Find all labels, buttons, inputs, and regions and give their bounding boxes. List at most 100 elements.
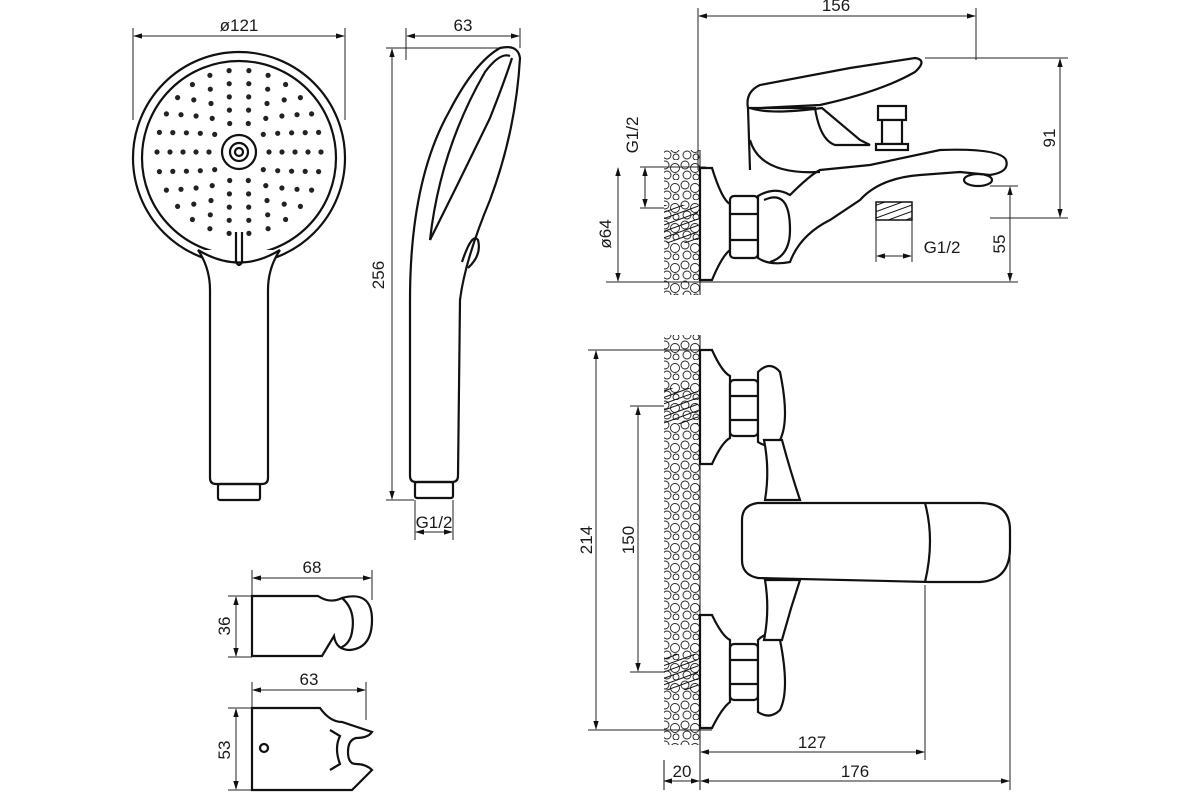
nozzle-dot xyxy=(279,185,285,191)
nozzle-dot xyxy=(212,131,218,137)
shower-thread-label: G1/2 xyxy=(416,513,453,532)
nozzle-dot xyxy=(246,68,252,74)
nozzle-dot xyxy=(316,129,322,135)
nozzle-dot xyxy=(207,212,213,218)
nozzle-dot xyxy=(283,216,289,223)
nozzle-dot xyxy=(226,94,232,100)
nozzle-dot xyxy=(297,203,303,209)
mixer-side-view: 156 91 55 G1/2 G1/2 ø64 xyxy=(596,0,1068,295)
nozzle-dot xyxy=(275,168,281,174)
nozzle-dot xyxy=(163,111,169,117)
nozzle-dot xyxy=(226,107,232,113)
nozzle-dot xyxy=(246,81,252,87)
nozzle-dot xyxy=(246,217,252,223)
head-depth-label: 63 xyxy=(454,16,473,35)
mixer-front-view: 214 150 127 176 20 xyxy=(577,335,1012,790)
nozzle-dot xyxy=(265,86,271,92)
inlet-spacing-label: 150 xyxy=(619,526,638,554)
nozzle-dot xyxy=(275,130,281,136)
nozzle-dot xyxy=(206,149,212,155)
nozzle-dot xyxy=(302,168,308,174)
nozzle-dot xyxy=(289,168,295,174)
nozzle-dot xyxy=(226,81,232,87)
nozzle-dot xyxy=(246,94,252,100)
nozzle-dot xyxy=(316,169,322,175)
nozzle-dot xyxy=(178,186,184,192)
nozzle-dot xyxy=(264,197,270,204)
mixer-width-label: 156 xyxy=(822,0,850,15)
nozzle-dot xyxy=(209,183,215,189)
nozzle-dot xyxy=(197,130,203,136)
nozzle-dot xyxy=(156,129,162,135)
nozzle-dot xyxy=(260,131,266,137)
nozzle-dot xyxy=(263,183,269,189)
nozzle-dot xyxy=(175,203,181,209)
nozzle-dot xyxy=(294,186,300,192)
nozzle-dot xyxy=(289,130,295,136)
nozzle-dot xyxy=(156,169,162,175)
nozzle-dot xyxy=(193,113,199,119)
nozzle-dot xyxy=(265,226,271,232)
bracket-width-label: 63 xyxy=(300,670,319,689)
nozzle-dot xyxy=(167,149,173,155)
flange-diameter-label: ø64 xyxy=(596,219,615,248)
nozzle-dot xyxy=(302,130,308,136)
nozzle-dot xyxy=(180,149,186,155)
nozzle-dot xyxy=(309,187,315,193)
nozzle-dot xyxy=(226,217,232,223)
nozzle-dot xyxy=(208,100,214,107)
nozzle-dot xyxy=(183,130,189,136)
nozzle-dot xyxy=(246,230,252,236)
wall-offset-label: 20 xyxy=(673,762,692,781)
nozzle-dot xyxy=(209,115,215,121)
nozzle-dot xyxy=(245,120,251,127)
nozzle-dot xyxy=(226,230,232,236)
mixer-height-label: 91 xyxy=(1040,129,1059,148)
total-height-label: 214 xyxy=(577,526,596,554)
nozzle-dot xyxy=(191,97,197,103)
nozzle-dot xyxy=(208,197,214,204)
nozzle-dot xyxy=(178,112,184,118)
outlet-thread-label: G1/2 xyxy=(924,238,961,257)
total-reach-label: 176 xyxy=(841,762,869,781)
nozzle-dot xyxy=(154,149,160,155)
nozzle-dot xyxy=(246,107,252,113)
nozzle-dot xyxy=(226,204,232,210)
hand-shower-side-view: 63 256 G1/2 xyxy=(369,16,522,540)
nozzle-dot xyxy=(197,168,203,174)
nozzle-dot xyxy=(226,68,232,74)
nozzle-dot xyxy=(305,149,311,155)
nozzle-dot xyxy=(189,81,195,88)
nozzle-dot xyxy=(281,97,287,103)
nozzle-dot xyxy=(279,149,285,155)
head-diameter-label: ø121 xyxy=(220,16,259,35)
nozzle-dot xyxy=(318,149,324,155)
inlet-thread-label: G1/2 xyxy=(623,117,642,154)
nozzle-dot xyxy=(207,86,213,92)
nozzle-dot xyxy=(193,149,199,155)
nozzle-dot xyxy=(175,95,181,101)
nozzle-dot xyxy=(309,111,315,117)
nozzle-dot xyxy=(207,226,213,232)
nozzle-dot xyxy=(245,177,251,184)
nozzle-dot xyxy=(281,201,287,207)
nozzle-dot xyxy=(189,216,195,223)
nozzle-dot xyxy=(191,201,197,207)
nozzle-dot xyxy=(212,167,218,173)
bracket-height-label: 53 xyxy=(215,741,234,760)
bracket-view: 63 53 xyxy=(215,670,374,792)
nozzle-dot xyxy=(226,191,232,197)
nozzle-dot xyxy=(266,149,272,155)
nozzle-dot xyxy=(265,72,271,78)
nozzle-dot xyxy=(193,185,199,191)
nozzle-dot xyxy=(227,177,233,184)
nozzle-pattern xyxy=(154,68,324,236)
nozzle-dot xyxy=(163,187,169,193)
nozzle-dot xyxy=(227,120,233,127)
hand-shower-front-view: ø121 xyxy=(131,16,347,502)
nozzle-dot xyxy=(265,212,271,218)
nozzle-dot xyxy=(170,130,176,136)
nozzle-dot xyxy=(183,168,189,174)
nozzle-dot xyxy=(279,113,285,119)
